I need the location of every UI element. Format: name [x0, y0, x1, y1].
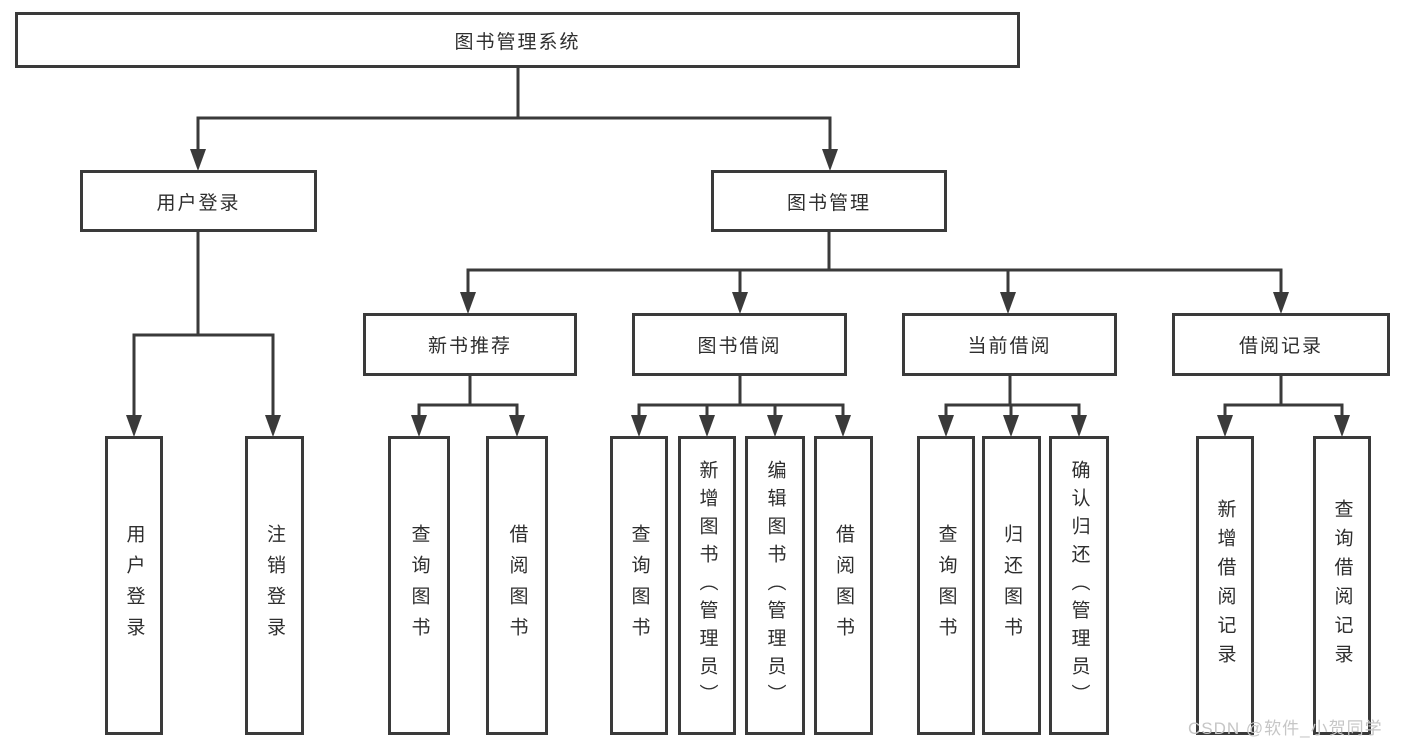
node-borrow-records: 借阅记录 [1172, 313, 1390, 376]
leaf-borrow-books: 借阅图书 [814, 436, 873, 735]
watermark: CSDN @软件_小贺同学 [1188, 719, 1383, 738]
node-current-borrow: 当前借阅 [902, 313, 1117, 376]
leaf-query-books-borrow: 查询图书 [610, 436, 668, 735]
node-root: 图书管理系统 [15, 12, 1020, 68]
leaf-add-borrow-record: 新增借阅记录 [1196, 436, 1254, 735]
leaf-add-books-admin: 新增图书（管理员） [678, 436, 736, 735]
node-book-management: 图书管理 [711, 170, 947, 232]
leaf-query-books-current: 查询图书 [917, 436, 975, 735]
node-user-login: 用户登录 [80, 170, 317, 232]
node-new-book-recommend: 新书推荐 [363, 313, 577, 376]
leaf-edit-books-admin: 编辑图书（管理员） [745, 436, 805, 735]
leaf-logout: 注销登录 [245, 436, 304, 735]
node-book-borrow: 图书借阅 [632, 313, 847, 376]
leaf-confirm-return-admin: 确认归还（管理员） [1049, 436, 1109, 735]
leaf-return-books: 归还图书 [982, 436, 1041, 735]
leaf-query-books-recommend: 查询图书 [388, 436, 450, 735]
leaf-query-borrow-record: 查询借阅记录 [1313, 436, 1371, 735]
leaf-user-login: 用户登录 [105, 436, 163, 735]
leaf-borrow-books-recommend: 借阅图书 [486, 436, 548, 735]
